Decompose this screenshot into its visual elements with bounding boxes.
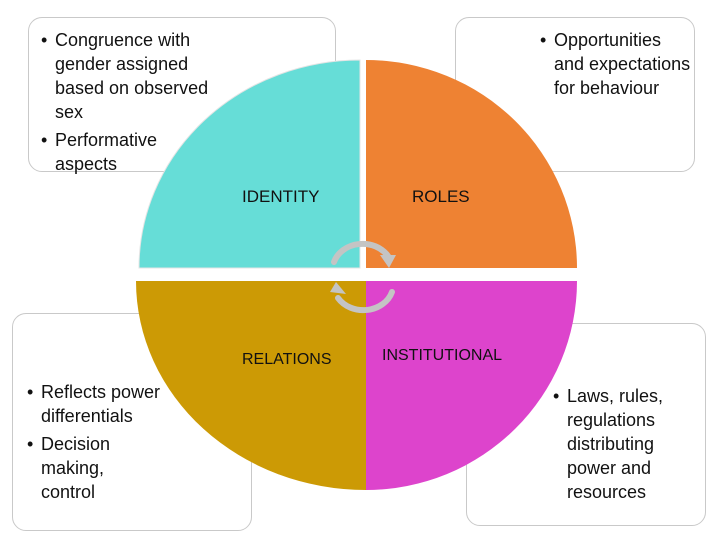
institutional-quadrant xyxy=(366,281,577,490)
roles-label: ROLES xyxy=(412,187,470,206)
identity-bullet-1: Congruence with gender assigned based on… xyxy=(39,28,235,124)
relations-bullet-2: Decision making, control xyxy=(25,432,141,504)
institutional-label: INSTITUTIONAL xyxy=(382,347,502,364)
roles-description-box: Opportunities and expectations for behav… xyxy=(455,17,695,172)
identity-bullet-2: Performative aspects xyxy=(39,128,185,176)
identity-quadrant xyxy=(138,59,361,269)
relations-quadrant xyxy=(136,281,366,490)
cycle-arrowheads-icon xyxy=(330,255,396,294)
relations-label: RELATIONS xyxy=(242,351,332,368)
roles-quadrant xyxy=(366,60,577,268)
relations-bullet-1: Reflects power differentials xyxy=(25,380,171,428)
institutional-bullet-1: Laws, rules, regulations distributing po… xyxy=(551,384,697,504)
cycle-arrows-icon xyxy=(331,240,395,314)
roles-bullet-1: Opportunities and expectations for behav… xyxy=(538,28,694,100)
identity-label: IDENTITY xyxy=(242,187,319,206)
